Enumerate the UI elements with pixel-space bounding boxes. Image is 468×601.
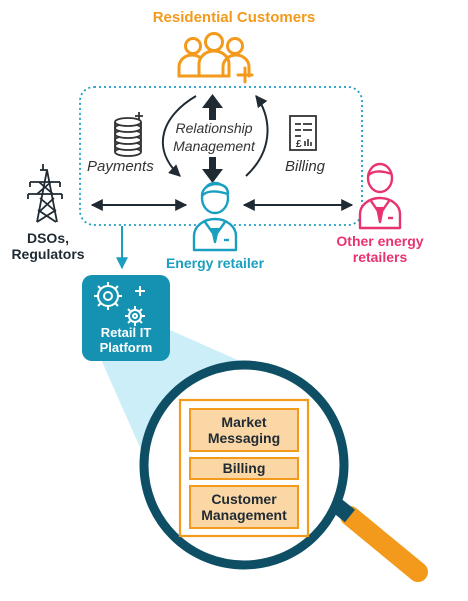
platform-label-line1: Retail IT <box>100 325 152 340</box>
module-billing: Billing <box>189 457 299 480</box>
energy-retailer-label: Energy retailer <box>165 255 265 271</box>
module-group-outline <box>178 398 310 538</box>
people-group-icon <box>177 32 254 84</box>
gears-icon <box>94 282 145 326</box>
bill-icon: £ <box>289 115 317 151</box>
other-energy-retailers-label: Other energy retailers <box>322 233 438 265</box>
coins-icon <box>114 112 143 157</box>
retail-it-platform-label: Retail IT Platform <box>82 325 170 356</box>
other-retailers-line2: retailers <box>352 249 408 266</box>
curved-arrow-right <box>245 95 269 177</box>
platform-label-line2: Platform <box>99 339 153 355</box>
retailer-person-icon <box>192 181 238 252</box>
down-arrow-icon <box>202 157 223 183</box>
dsos-regulators-label: DSOs, Regulators <box>8 230 88 262</box>
relationship-container <box>79 86 363 226</box>
module-market-messaging-line2: Messaging <box>207 430 281 446</box>
svg-text:£: £ <box>296 139 302 150</box>
module-customer-management: Customer Management <box>189 485 299 529</box>
dsos-label-line2: Regulators <box>11 246 85 263</box>
relationship-management-label: Relationship Management <box>158 120 270 155</box>
pylon-icon <box>27 164 63 223</box>
billing-flow-label: Billing <box>285 158 326 175</box>
module-customer-management-line2: Management <box>201 507 287 523</box>
relationship-label-line1: Relationship <box>175 120 253 136</box>
module-market-messaging: Market Messaging <box>189 408 299 452</box>
module-billing-label: Billing <box>222 460 266 477</box>
up-arrow-icon <box>202 94 223 120</box>
residential-customers-title: Residential Customers <box>152 9 316 26</box>
module-market-messaging-line1: Market <box>221 413 267 430</box>
other-retailers-line1: Other energy <box>336 233 424 249</box>
dsos-label-line1: DSOs, <box>26 230 69 246</box>
payments-label: Payments <box>87 158 154 175</box>
curved-arrow-left <box>161 95 197 177</box>
module-customer-management-line1: Customer <box>211 490 277 507</box>
other-retailer-person-icon <box>358 162 402 230</box>
relationship-label-line2: Management <box>173 137 255 154</box>
